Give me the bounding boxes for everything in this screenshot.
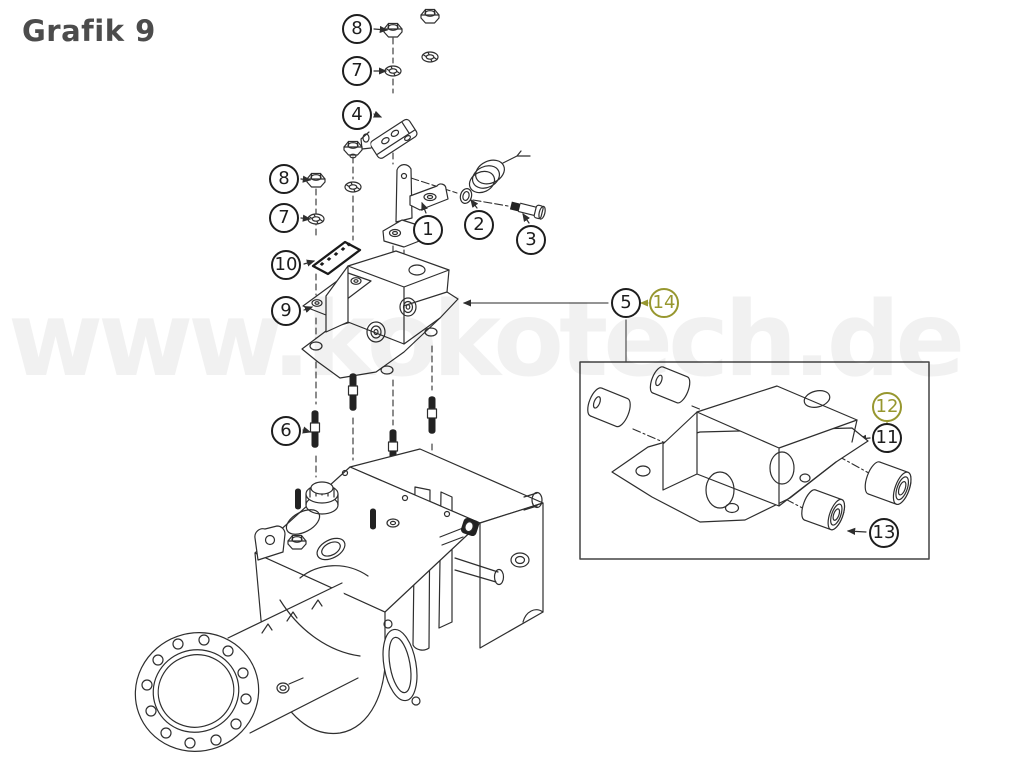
part-washer-mid xyxy=(344,181,362,193)
part-gearbox xyxy=(134,448,544,752)
assembly-axis-lines xyxy=(410,177,509,207)
part-bushing-1 xyxy=(587,387,631,428)
callout-6[interactable]: 6 xyxy=(271,416,301,446)
callout-3[interactable]: 3 xyxy=(516,225,546,255)
part-bushing-2 xyxy=(649,366,691,404)
part-inset-bracket xyxy=(611,385,869,523)
part-clamp xyxy=(360,118,418,159)
callout-13[interactable]: 13 xyxy=(869,518,899,548)
callout-7-top[interactable]: 7 xyxy=(342,56,372,86)
part-washer-top xyxy=(384,65,402,77)
callout-7-left[interactable]: 7 xyxy=(269,203,299,233)
part-nut-spare xyxy=(420,8,440,24)
callout-10[interactable]: 10 xyxy=(271,250,301,280)
part-lock-plate xyxy=(311,240,362,276)
part-spring xyxy=(459,150,531,204)
callout-14[interactable]: 14 xyxy=(649,288,679,318)
callout-12[interactable]: 12 xyxy=(872,392,902,422)
part-mount-bracket xyxy=(301,250,459,379)
part-bushing-4 xyxy=(801,489,846,531)
callout-11[interactable]: 11 xyxy=(872,423,902,453)
inset-box xyxy=(579,361,930,560)
callout-1[interactable]: 1 xyxy=(413,215,443,245)
callout-4[interactable]: 4 xyxy=(342,100,372,130)
callout-8-left[interactable]: 8 xyxy=(269,164,299,194)
callout-2[interactable]: 2 xyxy=(464,210,494,240)
part-washer-spare xyxy=(421,51,439,63)
page-title: Grafik 9 xyxy=(22,14,156,48)
callout-5[interactable]: 5 xyxy=(611,288,641,318)
callout-9[interactable]: 9 xyxy=(271,296,301,326)
part-bolt-head xyxy=(343,140,363,159)
part-pin xyxy=(509,201,546,220)
callout-8-top[interactable]: 8 xyxy=(342,14,372,44)
part-bushing-3 xyxy=(864,461,912,506)
